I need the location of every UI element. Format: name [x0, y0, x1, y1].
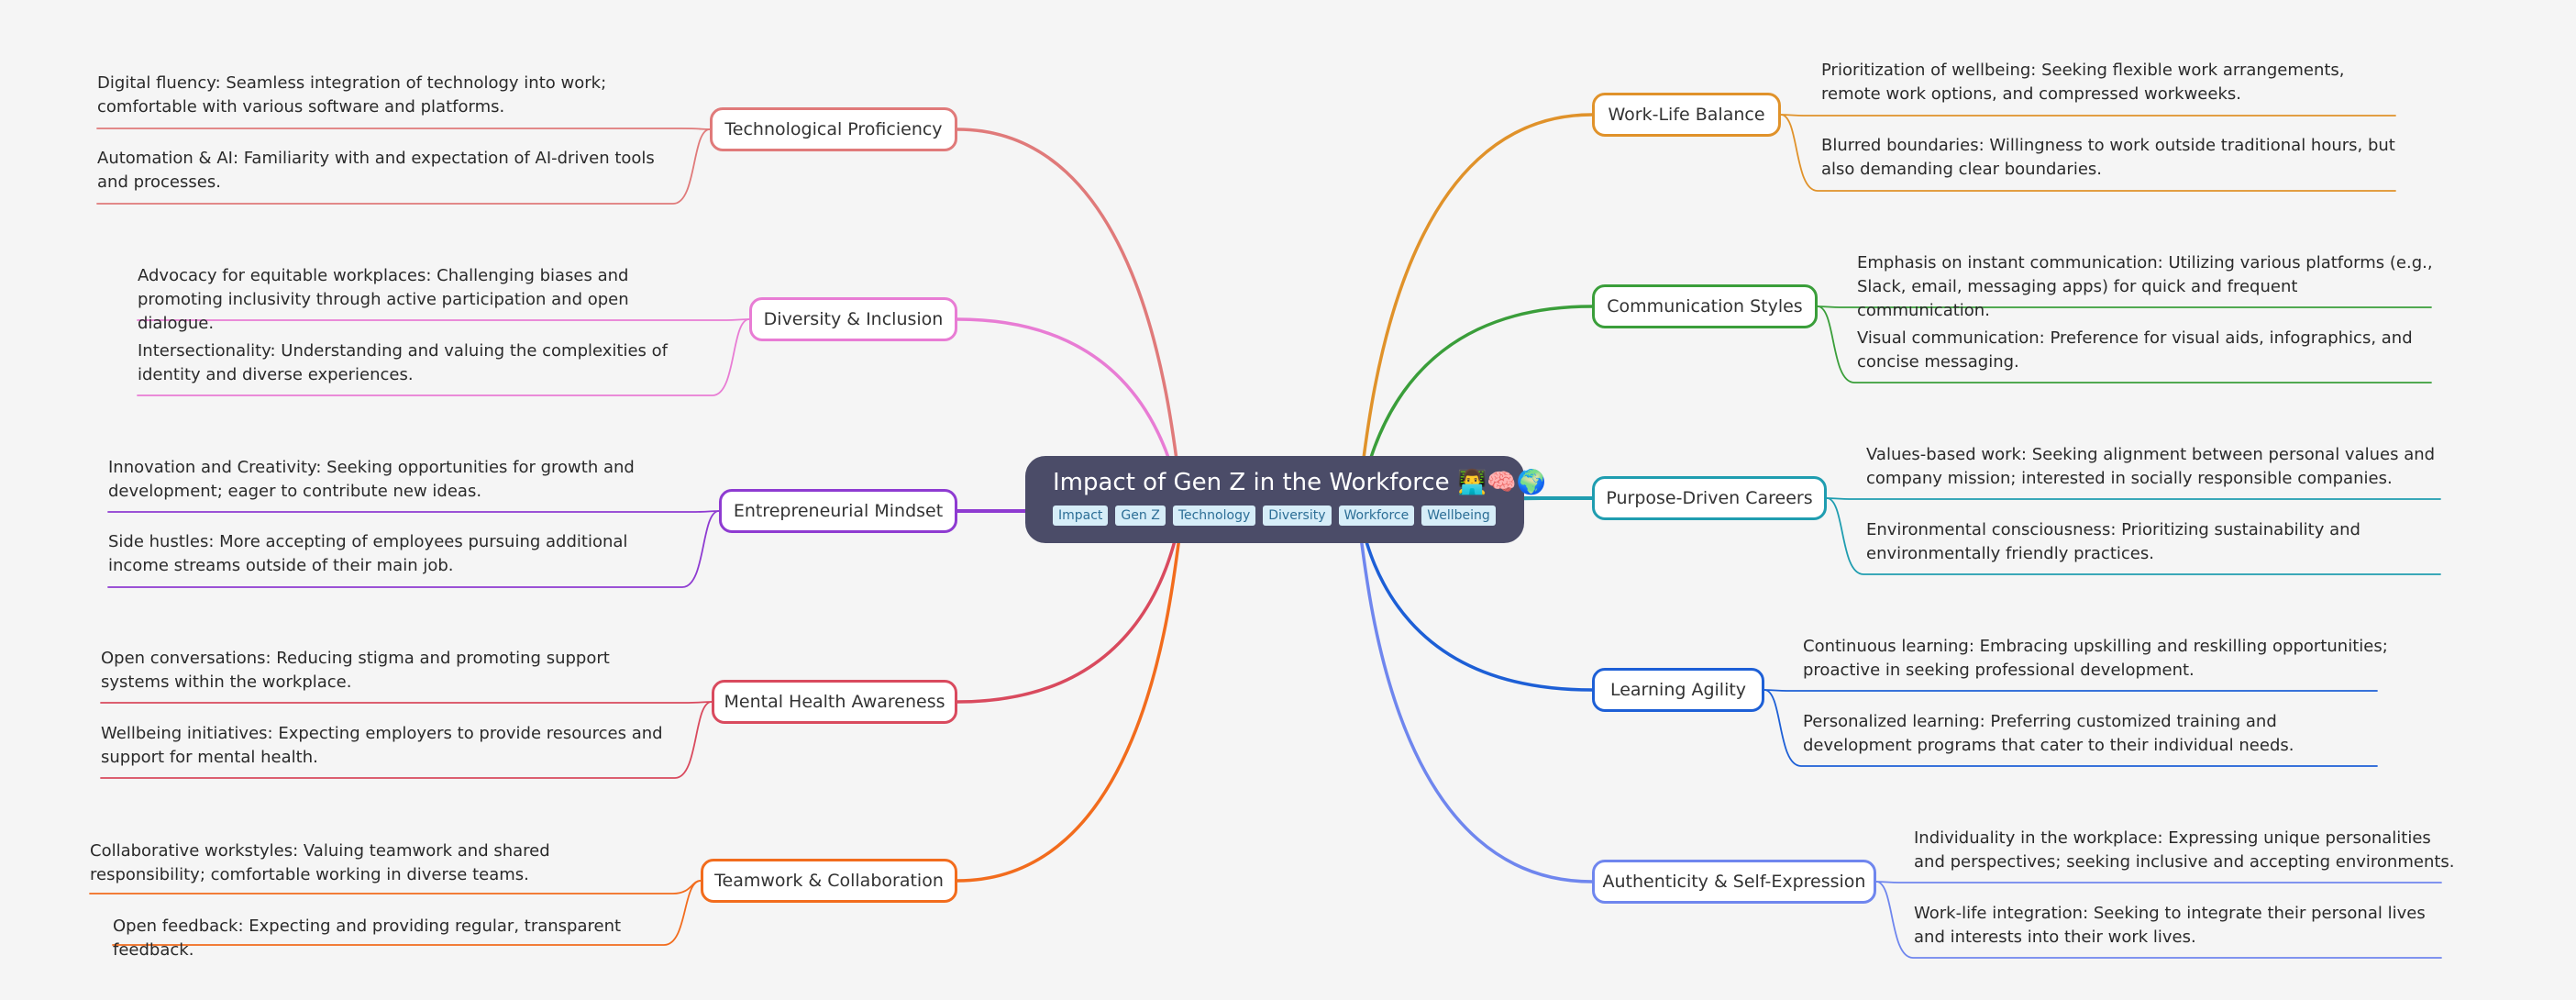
- topic-label: Teamwork & Collaboration: [714, 871, 944, 891]
- leaf-teamwork-collaboration-2: Open feedback: Expecting and providing r…: [113, 917, 622, 960]
- topic-communication-styles[interactable]: Communication Styles: [1592, 284, 1818, 328]
- tag-wellbeing[interactable]: Wellbeing: [1421, 506, 1496, 526]
- topic-label: Diversity & Inclusion: [763, 309, 944, 329]
- leaf-authenticity-self-expression-2: Work-life integration: Seeking to integr…: [1914, 904, 2426, 947]
- leaf-work-life-balance-2: Blurred boundaries: Willingness to work …: [1821, 136, 2395, 179]
- connector-work_life_balance: [1355, 113, 1594, 511]
- leaf-connector-purpose_driven_careers-1: [1826, 497, 2441, 500]
- leaf-connector-technological_proficiency-2: [96, 128, 711, 205]
- leaf-purpose-driven-careers-2: Environmental consciousness: Prioritizin…: [1866, 520, 2360, 563]
- topic-entrepreneurial-mindset[interactable]: Entrepreneurial Mindset: [719, 489, 957, 533]
- leaf-entrepreneurial-mindset-1: Innovation and Creativity: Seeking oppor…: [108, 458, 635, 501]
- leaf-learning-agility-1: Continuous learning: Embracing upskillin…: [1803, 637, 2388, 680]
- leaf-mental-health-awareness-2: Wellbeing initiatives: Expecting employe…: [101, 724, 663, 767]
- topic-label: Purpose-Driven Careers: [1606, 488, 1813, 508]
- leaf-communication-styles-1: Emphasis on instant communication: Utili…: [1857, 253, 2433, 320]
- leaf-connector-entrepreneurial_mindset-1: [107, 510, 720, 513]
- leaf-connector-authenticity_self_expression-2: [1875, 881, 2442, 959]
- central-topic[interactable]: Impact of Gen Z in the Workforce 👨‍💻🧠🌍 I…: [1025, 456, 1547, 543]
- connector-authenticity_self_expression: [1355, 507, 1594, 883]
- topic-label: Work-Life Balance: [1608, 105, 1765, 125]
- tag-diversity[interactable]: Diversity: [1263, 506, 1332, 526]
- leaf-mental-health-awareness-1: Open conversations: Reducing stigma and …: [101, 649, 610, 692]
- topic-technological-proficiency[interactable]: Technological Proficiency: [710, 107, 957, 151]
- leaf-connector-communication_styles-2: [1817, 306, 2432, 383]
- topic-work-life-balance[interactable]: Work-Life Balance: [1592, 93, 1781, 137]
- topic-mental-health-awareness[interactable]: Mental Health Awareness: [712, 680, 957, 724]
- topic-purpose-driven-careers[interactable]: Purpose-Driven Careers: [1592, 476, 1827, 520]
- leaf-connector-learning_agility-1: [1763, 689, 2378, 692]
- topic-label: Communication Styles: [1607, 296, 1803, 317]
- tag-list: Impact Gen Z Technology Diversity Workfo…: [1053, 506, 1497, 526]
- tag-workforce[interactable]: Workforce: [1338, 506, 1415, 526]
- leaf-connector-teamwork_collaboration-2: [112, 880, 702, 946]
- leaf-work-life-balance-1: Prioritization of wellbeing: Seeking fle…: [1821, 61, 2345, 104]
- topic-learning-agility[interactable]: Learning Agility: [1592, 668, 1764, 712]
- leaf-diversity-inclusion-1: Advocacy for equitable workplaces: Chall…: [138, 266, 629, 333]
- topic-label: Entrepreneurial Mindset: [733, 501, 944, 521]
- topic-label: Mental Health Awareness: [724, 692, 945, 712]
- leaf-connector-authenticity_self_expression-1: [1875, 881, 2442, 883]
- topic-authenticity-self-expression[interactable]: Authenticity & Self-Expression: [1592, 860, 1876, 904]
- leaf-connector-diversity_inclusion-2: [137, 318, 750, 396]
- leaf-connector-entrepreneurial_mindset-2: [107, 510, 720, 588]
- leaf-teamwork-collaboration-1: Collaborative workstyles: Valuing teamwo…: [90, 841, 550, 884]
- topic-diversity-inclusion[interactable]: Diversity & Inclusion: [749, 297, 957, 341]
- tag-gen-z[interactable]: Gen Z: [1115, 506, 1166, 526]
- tag-impact[interactable]: Impact: [1053, 506, 1109, 526]
- leaf-connector-work_life_balance-1: [1780, 114, 2396, 117]
- leaf-technological-proficiency-2: Automation & AI: Familiarity with and ex…: [97, 149, 655, 192]
- leaf-technological-proficiency-1: Digital fluency: Seamless integration of…: [97, 73, 607, 117]
- tag-technology[interactable]: Technology: [1172, 506, 1256, 526]
- leaf-purpose-driven-careers-1: Values-based work: Seeking alignment bet…: [1866, 445, 2436, 488]
- leaf-connector-purpose_driven_careers-2: [1826, 497, 2441, 575]
- leaf-entrepreneurial-mindset-2: Side hustles: More accepting of employee…: [108, 532, 628, 575]
- connector-technological_proficiency: [956, 128, 1185, 511]
- leaf-connector-mental_health_awareness-2: [100, 701, 713, 779]
- leaf-connector-work_life_balance-2: [1780, 114, 2396, 192]
- topic-label: Authenticity & Self-Expression: [1602, 872, 1866, 892]
- topic-teamwork-collaboration[interactable]: Teamwork & Collaboration: [701, 859, 957, 903]
- leaf-communication-styles-2: Visual communication: Preference for vis…: [1857, 328, 2413, 372]
- connector-teamwork_collaboration: [956, 507, 1185, 883]
- leaf-authenticity-self-expression-1: Individuality in the workplace: Expressi…: [1914, 828, 2455, 872]
- leaf-connector-mental_health_awareness-1: [100, 701, 713, 704]
- leaf-diversity-inclusion-2: Intersectionality: Understanding and val…: [138, 341, 668, 384]
- leaf-connector-learning_agility-2: [1763, 689, 2378, 767]
- topic-label: Learning Agility: [1609, 680, 1747, 700]
- leaf-learning-agility-2: Personalized learning: Preferring custom…: [1803, 712, 2294, 755]
- topic-label: Technological Proficiency: [724, 119, 943, 139]
- leaf-connector-technological_proficiency-1: [96, 128, 711, 130]
- central-title: Impact of Gen Z in the Workforce 👨‍💻🧠🌍: [1053, 469, 1547, 496]
